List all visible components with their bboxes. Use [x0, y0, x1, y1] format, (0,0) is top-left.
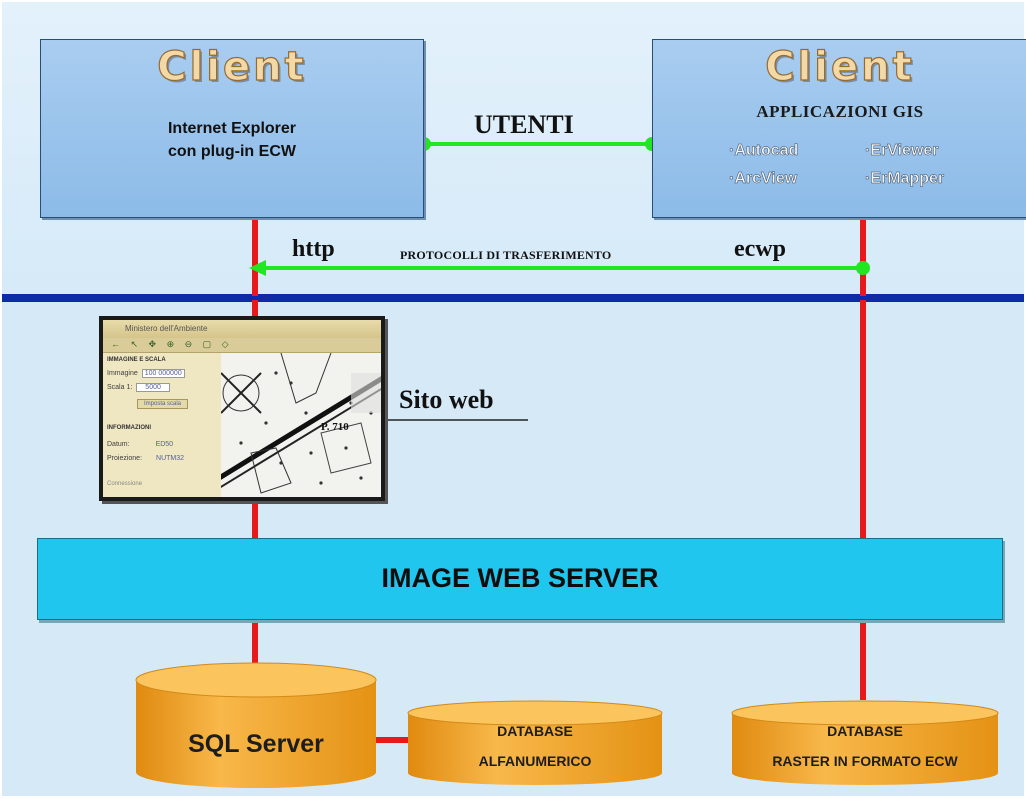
map-parcel-label: P. 710: [321, 421, 349, 433]
sidebar-section-scale: IMMAGINE E SCALA: [107, 357, 166, 363]
client-left-line2: con plug-in ECW: [168, 143, 296, 160]
gis-app-erviewer: ·ErViewer: [865, 142, 939, 160]
alfanumeric-db-cylinder: DATABASE ALFANUMERICO: [406, 699, 664, 787]
sql-server-cylinder: SQL Server: [134, 660, 378, 790]
row-proiezione: Proiezione: NUTM32: [107, 455, 184, 462]
gis-app-ermapper: ·ErMapper: [865, 170, 945, 188]
image-web-server-label: IMAGE WEB SERVER: [381, 563, 659, 593]
sql-cylinder-shape: [135, 662, 377, 788]
value-datum: ED50: [155, 441, 174, 448]
http-label: http: [292, 236, 335, 262]
sql-server-label: SQL Server: [188, 730, 324, 758]
gis-app-arcview: ·ArcView: [729, 170, 798, 188]
client-right-title: Client: [765, 43, 915, 90]
protocol-link-dot: [856, 261, 870, 275]
ecwp-label: ecwp: [734, 236, 786, 262]
alfa-cylinder-shape: [407, 700, 663, 785]
row-scala: Scala 1: 5000: [107, 383, 170, 392]
network-divider: [2, 294, 1024, 302]
right-vertical-connector-bottom: [860, 618, 866, 700]
value-proiezione: NUTM32: [156, 455, 185, 462]
raster-db-line2: RASTER IN FORMATO ECW: [772, 753, 958, 769]
input-scala: 5000: [136, 383, 170, 392]
label-scala: Scala 1:: [107, 384, 133, 391]
toolbar-icons: ← ↖ ✥ ⊕ ⊖ ▢ ◇: [111, 339, 233, 349]
gis-apps-heading: APPLICAZIONI GIS: [756, 102, 924, 121]
client-left-box: Client Internet Explorer con plug-in ECW: [40, 39, 424, 218]
client-right-box: Client APPLICAZIONI GIS ·Autocad ·ErView…: [652, 39, 1026, 218]
client-left-line1: Internet Explorer: [167, 120, 297, 137]
users-label: UTENTI: [474, 110, 574, 139]
row-immagine: Immagine 100 000000: [107, 369, 185, 378]
input-immagine: 100 000000: [141, 369, 185, 378]
label-immagine: Immagine: [107, 370, 138, 377]
sql-to-alfa-connector: [376, 737, 410, 743]
client-left-title: Client: [157, 43, 307, 90]
website-frame: Ministero dell'Ambiente ← ↖ ✥ ⊕ ⊖ ▢ ◇ IM…: [103, 320, 381, 497]
protocols-label: PROTOCOLLI DI TRASFERIMENTO: [400, 248, 612, 262]
website-titlebar: Ministero dell'Ambiente: [103, 320, 381, 338]
website-sidebar: IMMAGINE E SCALA Immagine 100 000000 Sca…: [103, 353, 221, 497]
right-vertical-connector-top: [860, 216, 866, 296]
row-datum: Datum: ED50: [107, 441, 173, 448]
cadastral-map: [221, 353, 381, 497]
sidebar-footer: Connessione: [107, 481, 143, 487]
website-screenshot: Ministero dell'Ambiente ← ↖ ✥ ⊕ ⊖ ▢ ◇ IM…: [99, 316, 385, 501]
raster-db-cylinder: DATABASE RASTER IN FORMATO ECW: [730, 699, 1000, 787]
raster-cylinder-shape: [731, 700, 999, 785]
left-vertical-connector-top: [252, 216, 258, 296]
website-window-title: Ministero dell'Ambiente: [125, 324, 208, 333]
alfa-db-line2: ALFANUMERICO: [478, 753, 592, 769]
raster-db-line1: DATABASE: [827, 723, 903, 739]
gis-app-autocad: ·Autocad: [729, 142, 799, 160]
label-proiezione: Proiezione:: [107, 455, 143, 462]
alfa-db-line1: DATABASE: [497, 723, 573, 739]
label-datum: Datum:: [107, 441, 130, 448]
set-scale-button: Imposta scala: [137, 399, 189, 409]
left-vertical-connector-bottom: [252, 618, 258, 678]
website-label: Sito web: [399, 385, 494, 414]
right-vertical-connector-mid: [860, 300, 866, 540]
website-toolbar: ← ↖ ✥ ⊕ ⊖ ▢ ◇: [103, 338, 381, 353]
sidebar-section-info: INFORMAZIONI: [107, 425, 151, 431]
protocol-arrowhead: [249, 260, 266, 276]
website-map: P. 710: [221, 353, 381, 497]
image-web-server-box: IMAGE WEB SERVER: [37, 538, 1003, 620]
